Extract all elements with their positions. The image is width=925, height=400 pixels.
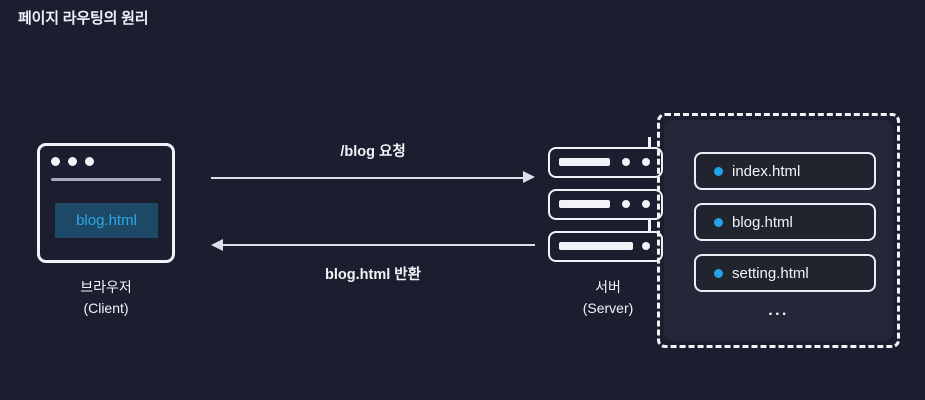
request-arrow: /blog 요청 [211,140,535,185]
server-files-panel-inner: index.html blog.html setting.html ··· [664,120,893,341]
rack-connector-middle [648,216,651,233]
file-item-label: blog.html [732,213,793,231]
browser-window-controls [51,157,94,166]
browser-page-label: blog.html [76,212,137,229]
rack-slot-bar [559,158,610,166]
server-rack-unit [548,147,663,178]
server-caption-line2: (Server) [582,300,634,316]
server-rack-unit [548,189,663,220]
file-bullet-icon [714,268,723,278]
server-caption: 서버 (Server) [540,277,676,319]
response-arrow: blog.html 반환 [211,236,535,284]
rack-led-icon [642,200,650,208]
file-item-label: index.html [732,162,801,180]
server-rack-unit [548,231,663,262]
rack-connector-top [648,137,651,149]
browser-rendered-page: blog.html [55,203,158,238]
window-dot-close-icon [51,157,60,166]
rack-led-icon [642,158,650,166]
file-item-label: setting.html [732,264,809,282]
response-arrow-label: blog.html 반환 [325,267,421,283]
rack-slot-bar [559,200,610,208]
file-item: blog.html [694,203,876,241]
browser-window: blog.html [37,143,175,263]
request-arrow-line [211,177,524,179]
server-caption-line1: 서버 [595,279,621,295]
rack-slot-bar [559,242,633,250]
rack-led-icon [642,242,650,250]
response-arrow-line [222,244,535,246]
rack-led-icon [622,200,630,208]
rack-led-icon [622,158,630,166]
file-item: index.html [694,152,876,190]
file-item: setting.html [694,254,876,292]
browser-address-bar [51,178,161,181]
response-arrow-head-icon [211,239,223,251]
window-dot-maximize-icon [85,157,94,166]
file-bullet-icon [714,217,723,227]
request-arrow-label: /blog 요청 [340,144,406,160]
file-list-more-indicator: ··· [768,306,789,323]
server-icon [548,137,668,262]
request-arrow-head-icon [523,171,535,183]
client-caption-line2: (Client) [83,300,129,316]
file-bullet-icon [714,166,723,176]
window-dot-minimize-icon [68,157,77,166]
server-files-panel: index.html blog.html setting.html ··· [657,113,900,348]
page-title: 페이지 라우팅의 원리 [18,10,149,27]
client-caption: 브라우저 (Client) [37,277,175,319]
client-caption-line1: 브라우저 [80,279,132,295]
